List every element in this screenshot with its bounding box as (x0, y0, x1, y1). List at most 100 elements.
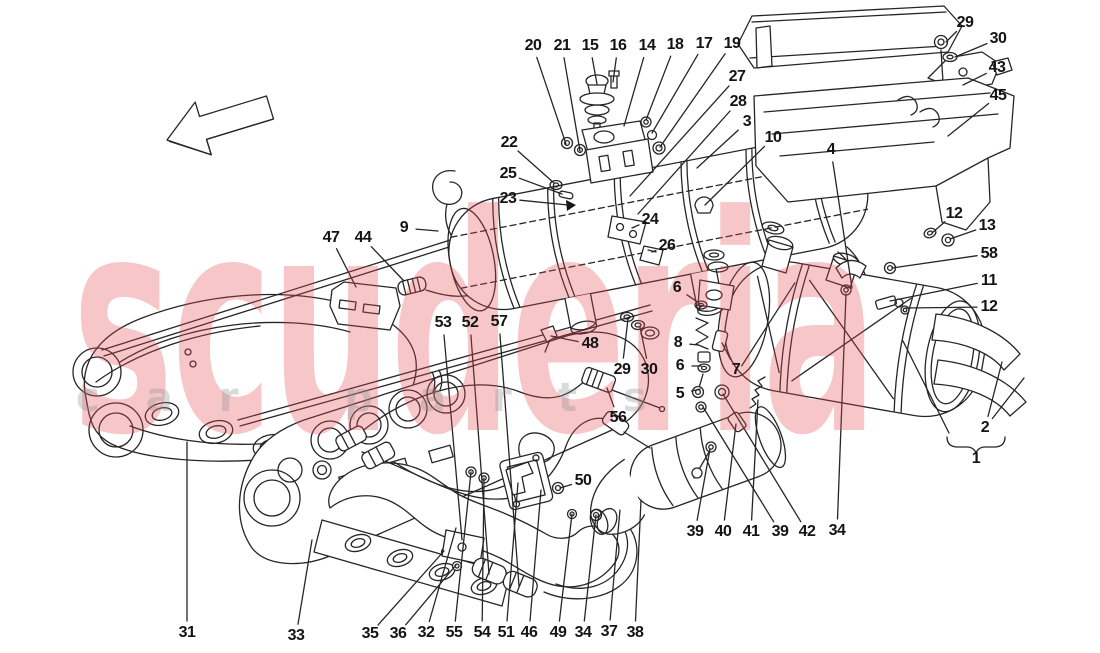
engine-assembly (72, 205, 653, 565)
part-label-9: 9 (399, 219, 409, 236)
leader-line-20 (536, 56, 567, 145)
part-label-7: 7 (731, 361, 741, 378)
part-label-43: 43 (988, 59, 1006, 76)
leader-line-32 (428, 527, 457, 623)
part-label-52: 52 (461, 314, 479, 331)
part-label-30: 30 (640, 361, 658, 378)
leader-line-30 (639, 326, 648, 359)
leader-line-19 (659, 53, 726, 148)
part-label-56: 56 (609, 409, 627, 426)
part-label-22: 22 (500, 134, 518, 151)
leader-line-35 (377, 550, 445, 626)
leader-line-28 (637, 110, 731, 215)
part-label-8: 8 (673, 334, 683, 351)
leader-line-56 (606, 387, 615, 408)
leader-line-2 (987, 361, 1003, 418)
leader-line-7 (721, 342, 732, 360)
part-label-40: 40 (714, 523, 732, 540)
leader-line-29 (622, 318, 629, 359)
leader-line-16 (612, 57, 617, 83)
part-label-33: 33 (287, 627, 305, 644)
part-label-37: 37 (600, 623, 618, 640)
leader-line-57 (499, 333, 520, 587)
part-label-13: 13 (978, 217, 996, 234)
leader-line-44 (370, 246, 405, 282)
part-label-39: 39 (771, 523, 789, 540)
leader-line-13 (949, 229, 977, 240)
leader-line-41 (750, 399, 759, 521)
part-label-2: 2 (980, 419, 990, 436)
leader-line-3 (696, 129, 739, 169)
part-label-27: 27 (728, 68, 746, 85)
part-label-1: 1 (971, 450, 981, 467)
leader-line-34 (836, 293, 847, 520)
part-label-12: 12 (980, 298, 998, 315)
leader-line-58 (891, 255, 978, 269)
leader-line-12 (905, 306, 978, 309)
part-label-36: 36 (389, 625, 407, 642)
leader-line-55 (454, 471, 472, 622)
leader-line-8 (689, 343, 699, 346)
part-label-49: 49 (549, 624, 567, 641)
leader-line-39 (696, 448, 711, 521)
part-label-25: 25 (499, 165, 517, 182)
leader-line-23 (519, 199, 569, 206)
part-label-23: 23 (499, 190, 517, 207)
leader-line-39 (702, 406, 775, 523)
leader-line-25 (518, 177, 563, 195)
lower-silencer (691, 221, 1027, 479)
part-label-55: 55 (445, 624, 463, 641)
leader-line-17 (651, 53, 699, 134)
leader-line-40 (723, 423, 737, 521)
leader-line-47 (335, 248, 357, 288)
leader-line-53 (443, 334, 463, 541)
part-label-6: 6 (672, 279, 682, 296)
leader-line-51 (506, 482, 519, 622)
leader-line-37 (609, 509, 621, 621)
leader-line-49 (558, 513, 573, 622)
part-label-14: 14 (638, 37, 656, 54)
leader-line-43 (962, 72, 987, 86)
part-label-39: 39 (686, 523, 704, 540)
part-label-29: 29 (956, 14, 974, 31)
leader-line-38 (634, 499, 642, 622)
part-label-30: 30 (989, 30, 1007, 47)
part-label-19: 19 (723, 35, 741, 52)
part-label-17: 17 (695, 35, 713, 52)
leader-line-26 (651, 249, 657, 253)
leader-line-33 (297, 539, 313, 625)
part-label-44: 44 (354, 229, 372, 246)
callout-leader-lines (186, 30, 1025, 626)
leader-line-22 (517, 150, 555, 184)
part-label-53: 53 (434, 314, 452, 331)
part-label-16: 16 (609, 37, 627, 54)
leader-line-46 (529, 489, 542, 622)
leader-line-27 (629, 85, 730, 197)
leader-line-30 (954, 42, 988, 58)
leader-line-5 (690, 388, 701, 392)
part-label-42: 42 (798, 523, 816, 540)
leader-line-10 (704, 145, 766, 206)
leader-line-54 (481, 477, 485, 622)
leader-line-48 (550, 335, 579, 343)
part-label-20: 20 (524, 37, 542, 54)
leader-line-24 (631, 224, 640, 229)
part-label-12: 12 (945, 205, 963, 222)
part-label-18: 18 (666, 36, 684, 53)
leader-line-21 (563, 57, 581, 152)
part-label-48: 48 (581, 335, 599, 352)
part-label-34: 34 (574, 624, 592, 641)
leader-line-6 (686, 294, 700, 304)
part-label-11: 11 (981, 272, 997, 289)
part-label-15: 15 (581, 37, 599, 54)
part-label-5: 5 (675, 385, 685, 402)
leader-line-11 (889, 282, 978, 302)
part-label-51: 51 (497, 624, 515, 641)
part-label-31: 31 (178, 624, 196, 641)
part-label-54: 54 (473, 624, 491, 641)
leader-line-52 (470, 334, 490, 575)
exhaust-manifold (313, 462, 638, 607)
part-label-35: 35 (361, 625, 379, 642)
mount-valve-assembly (549, 70, 666, 211)
